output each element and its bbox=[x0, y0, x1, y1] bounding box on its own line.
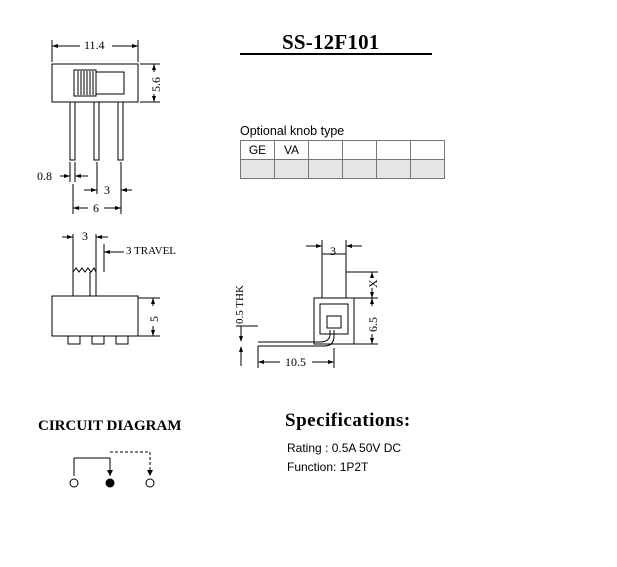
dim-travel: 3 TRAVEL bbox=[126, 245, 177, 257]
knob-serration bbox=[72, 267, 97, 273]
circuit-diagram-title: CIRCUIT DIAGRAM bbox=[38, 418, 182, 434]
knob-cell: VA bbox=[274, 140, 309, 160]
dim-lead-length: 10.5 bbox=[285, 355, 306, 369]
dim-thickness: 0.5 THK bbox=[234, 285, 246, 324]
terminal-common bbox=[105, 478, 115, 488]
terminal-left bbox=[69, 478, 79, 488]
lead-bend bbox=[258, 330, 335, 347]
switch-body-side bbox=[51, 295, 139, 337]
knob-cell bbox=[342, 140, 377, 160]
specifications-title: Specifications: bbox=[285, 410, 411, 431]
dim-pin-width: 0.8 bbox=[37, 169, 52, 183]
dim-bracket-height: 6.5 bbox=[366, 317, 380, 332]
knob-cell bbox=[376, 140, 411, 160]
knob-type-table: GE VA bbox=[240, 140, 445, 179]
knob-cell bbox=[410, 140, 445, 160]
pin-mid bbox=[93, 101, 100, 161]
dim-width: 11.4 bbox=[84, 38, 105, 52]
dim-body-height: 5 bbox=[147, 316, 161, 322]
dim-x: X bbox=[366, 279, 380, 288]
dim-knob: 3 bbox=[82, 229, 88, 243]
knob-cell bbox=[308, 140, 343, 160]
model-title: SS-12F101 bbox=[282, 30, 380, 54]
pin-left bbox=[69, 101, 76, 161]
knob-type-label: Optional knob type bbox=[240, 124, 345, 138]
pin-right bbox=[117, 101, 124, 161]
knob-cell: GE bbox=[240, 140, 275, 160]
dim-span: 6 bbox=[93, 201, 99, 215]
title-underline bbox=[240, 53, 432, 55]
dim-stem-width: 3 bbox=[330, 244, 336, 258]
spec-rating: Rating : 0.5A 50V DC bbox=[287, 441, 402, 455]
spec-function: Function: 1P2T bbox=[287, 460, 369, 474]
terminal-right bbox=[145, 478, 155, 488]
knob-stem bbox=[321, 253, 347, 299]
dim-height: 5.6 bbox=[149, 77, 163, 92]
dim-pitch: 3 bbox=[104, 183, 110, 197]
